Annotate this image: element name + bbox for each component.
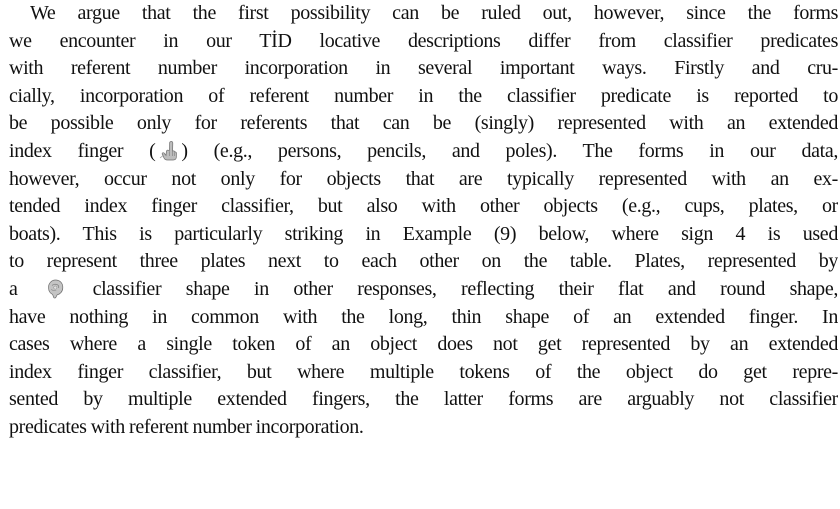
paragraph-line-6: index finger ( ) (e.g., persons, pencils… bbox=[9, 138, 838, 166]
paragraph-line-11: a classifier shape in other responses, r… bbox=[9, 276, 838, 304]
paragraph-line-1: We argue that the first possibility can … bbox=[30, 2, 838, 24]
paragraph-line-5: be possible only for referents that can … bbox=[9, 112, 838, 135]
paragraph-line-4: cially, incorporation of referent number… bbox=[9, 84, 838, 107]
index-finger-handshape-icon bbox=[157, 139, 179, 161]
flat-round-handshape-icon bbox=[44, 277, 66, 299]
paragraph-line-13: cases where a single token of an object … bbox=[9, 333, 838, 356]
paragraph-line-8: tended index finger classifier, but also… bbox=[9, 195, 838, 218]
paragraph-line-15: sented by multiple extended fingers, the… bbox=[9, 388, 838, 411]
paragraph-line-14: index finger classifier, but where multi… bbox=[9, 360, 838, 383]
line-6-text-before: index finger ( bbox=[9, 139, 156, 162]
line-11-text-before: a bbox=[9, 277, 18, 300]
paragraph-line-3: with referent number incorporation in se… bbox=[9, 57, 838, 80]
page: We argue that the first possibility can … bbox=[9, 0, 838, 509]
line-11-text-after: classifier shape in other responses, ref… bbox=[92, 277, 838, 300]
paragraph-line-2: we encounter in our TİD locative descrip… bbox=[9, 29, 838, 52]
paragraph-line-16: predicates with referent number incorpor… bbox=[9, 415, 364, 438]
line-6-text-after: ) (e.g., persons, pencils, and poles). T… bbox=[181, 139, 838, 162]
paragraph-line-12: have nothing in common with the long, th… bbox=[9, 305, 838, 328]
paragraph-line-7: however, occur not only for objects that… bbox=[9, 167, 838, 190]
paragraph-line-10: to represent three plates next to each o… bbox=[9, 250, 838, 273]
body-paragraph: We argue that the first possibility can … bbox=[9, 0, 838, 442]
paragraph-line-9: boats). This is particularly striking in… bbox=[9, 222, 838, 245]
